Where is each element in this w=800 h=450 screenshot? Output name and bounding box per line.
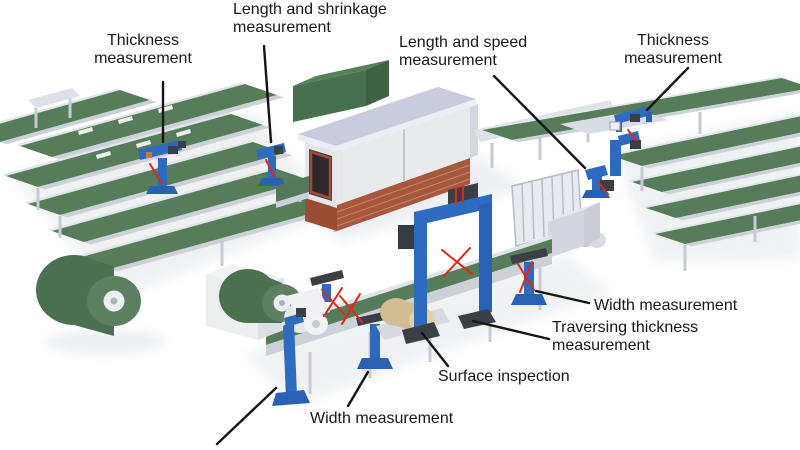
label-line: Surface inspection: [438, 368, 570, 385]
thickness-gauge-left: [138, 140, 186, 194]
container-box: [293, 60, 389, 122]
width-gauge-far: [310, 270, 344, 302]
label-line: measurement: [94, 50, 192, 67]
length-speed-gauge: [582, 131, 641, 198]
shrinkage-gauge: [256, 143, 286, 186]
laser-lines: [149, 129, 637, 325]
label-surface-inspection: Surface inspection: [438, 368, 570, 386]
blue-pillar: [272, 308, 310, 406]
leader-width-bottom: [346, 370, 370, 408]
label-line: measurement: [552, 337, 650, 354]
label-length-shrinkage-measurement: Length and shrinkage measurement: [233, 1, 387, 37]
label-line: Length and shrinkage: [233, 1, 387, 18]
label-line: measurement: [624, 50, 722, 67]
leader-thickness-right: [645, 66, 690, 112]
leader-lines: [161, 44, 690, 446]
label-width-measurement-right: Width measurement: [594, 297, 737, 315]
label-line: measurement: [233, 19, 331, 36]
label-width-measurement-bottom: Width measurement: [310, 410, 453, 428]
label-line: Thickness: [106, 32, 180, 49]
leader-traversing-thickness: [471, 319, 551, 341]
label-thickness-measurement-right: Thickness measurement: [612, 32, 734, 68]
leader-surface-inspection: [420, 331, 450, 368]
label-traversing-thickness-measurement: Traversing thickness measurement: [552, 319, 698, 355]
label-line: Length and speed: [399, 34, 528, 51]
leader-length-speed: [492, 74, 587, 170]
end-machine: [548, 202, 600, 258]
label-line: Traversing thickness: [552, 319, 699, 336]
width-gauge-right: [510, 248, 548, 305]
leader-width-right: [534, 289, 591, 305]
label-line: measurement: [399, 52, 497, 69]
label-length-speed-measurement: Length and speed measurement: [399, 34, 527, 70]
label-line: Thickness: [636, 32, 710, 49]
leader-length-shrinkage: [262, 44, 273, 144]
label-thickness-measurement-left: Thickness measurement: [84, 32, 202, 68]
oven-building: [276, 87, 478, 231]
leader-cropped-bottom-left: [215, 386, 278, 446]
label-line: Width measurement: [594, 297, 738, 314]
label-line: Width measurement: [310, 410, 454, 427]
thickness-gauge-right: [609, 106, 652, 132]
